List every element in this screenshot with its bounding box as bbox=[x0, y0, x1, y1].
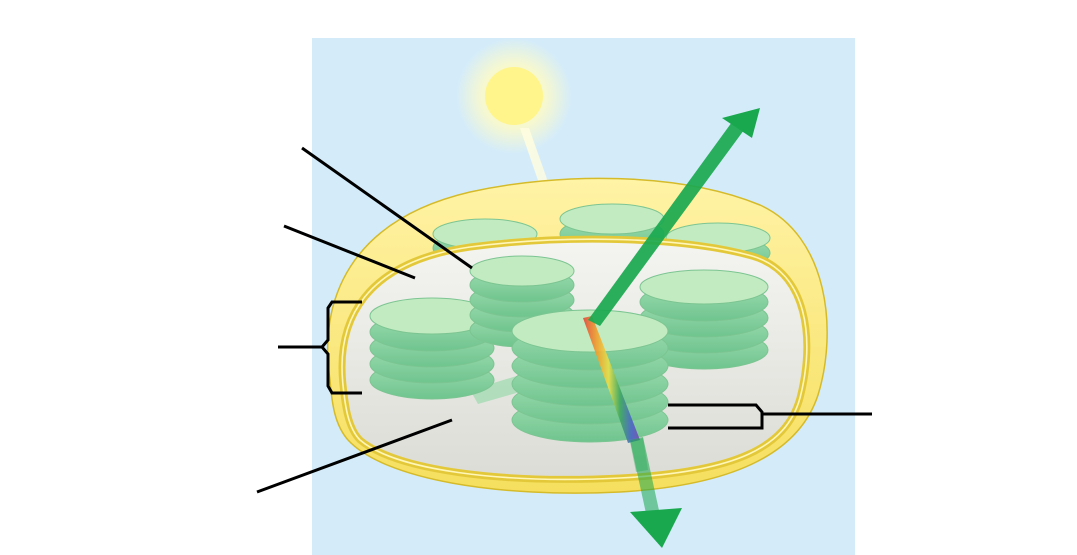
leader-stroma bbox=[256, 418, 453, 494]
light-arrow-icon bbox=[630, 437, 682, 548]
leader-outer-membrane bbox=[301, 146, 473, 270]
granum-right bbox=[639, 269, 769, 370]
stroma-lamella bbox=[470, 375, 520, 404]
sun-icon bbox=[456, 38, 572, 154]
leader-lines bbox=[256, 146, 872, 494]
granum-front-left bbox=[369, 297, 495, 400]
light-arrow-icon bbox=[588, 108, 760, 326]
bracket-thylakoid bbox=[668, 403, 764, 430]
spectrum-ray-icon bbox=[583, 316, 640, 443]
inner-membrane-line bbox=[341, 238, 808, 481]
leader-inner-membrane bbox=[283, 224, 416, 280]
